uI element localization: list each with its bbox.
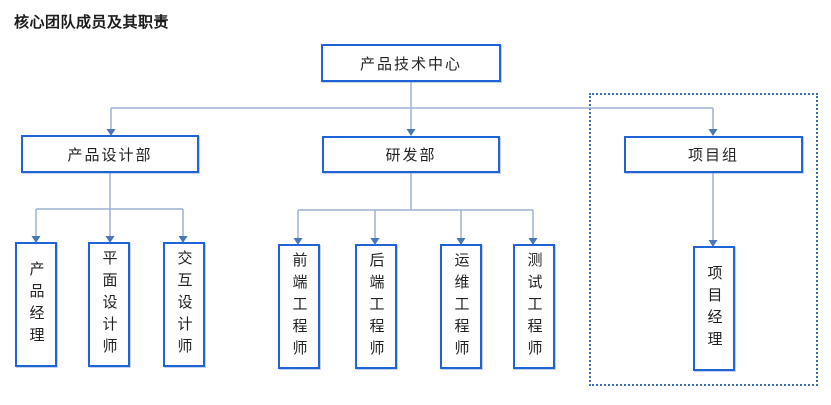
node-project-group: 项目组 bbox=[624, 136, 803, 173]
project-group-frame bbox=[589, 93, 818, 386]
chart-title: 核心团队成员及其职责 bbox=[14, 14, 170, 31]
node-product-manager: 产品经理 bbox=[15, 242, 57, 367]
node-test-engineer: 测试工程师 bbox=[513, 244, 555, 369]
node-product-design-dept: 产品设计部 bbox=[21, 135, 199, 173]
arrow-down-icon bbox=[31, 129, 718, 247]
node-project-manager: 项目经理 bbox=[693, 246, 735, 371]
node-ops-engineer: 运维工程师 bbox=[440, 244, 482, 369]
node-interaction-designer: 交互设计师 bbox=[163, 242, 205, 367]
node-graphic-designer: 平面设计师 bbox=[88, 242, 130, 367]
node-product-tech-center: 产品技术中心 bbox=[321, 44, 501, 82]
node-backend-engineer: 后端工程师 bbox=[355, 244, 397, 369]
node-rd-dept: 研发部 bbox=[322, 136, 500, 173]
node-frontend-engineer: 前端工程师 bbox=[278, 244, 320, 369]
